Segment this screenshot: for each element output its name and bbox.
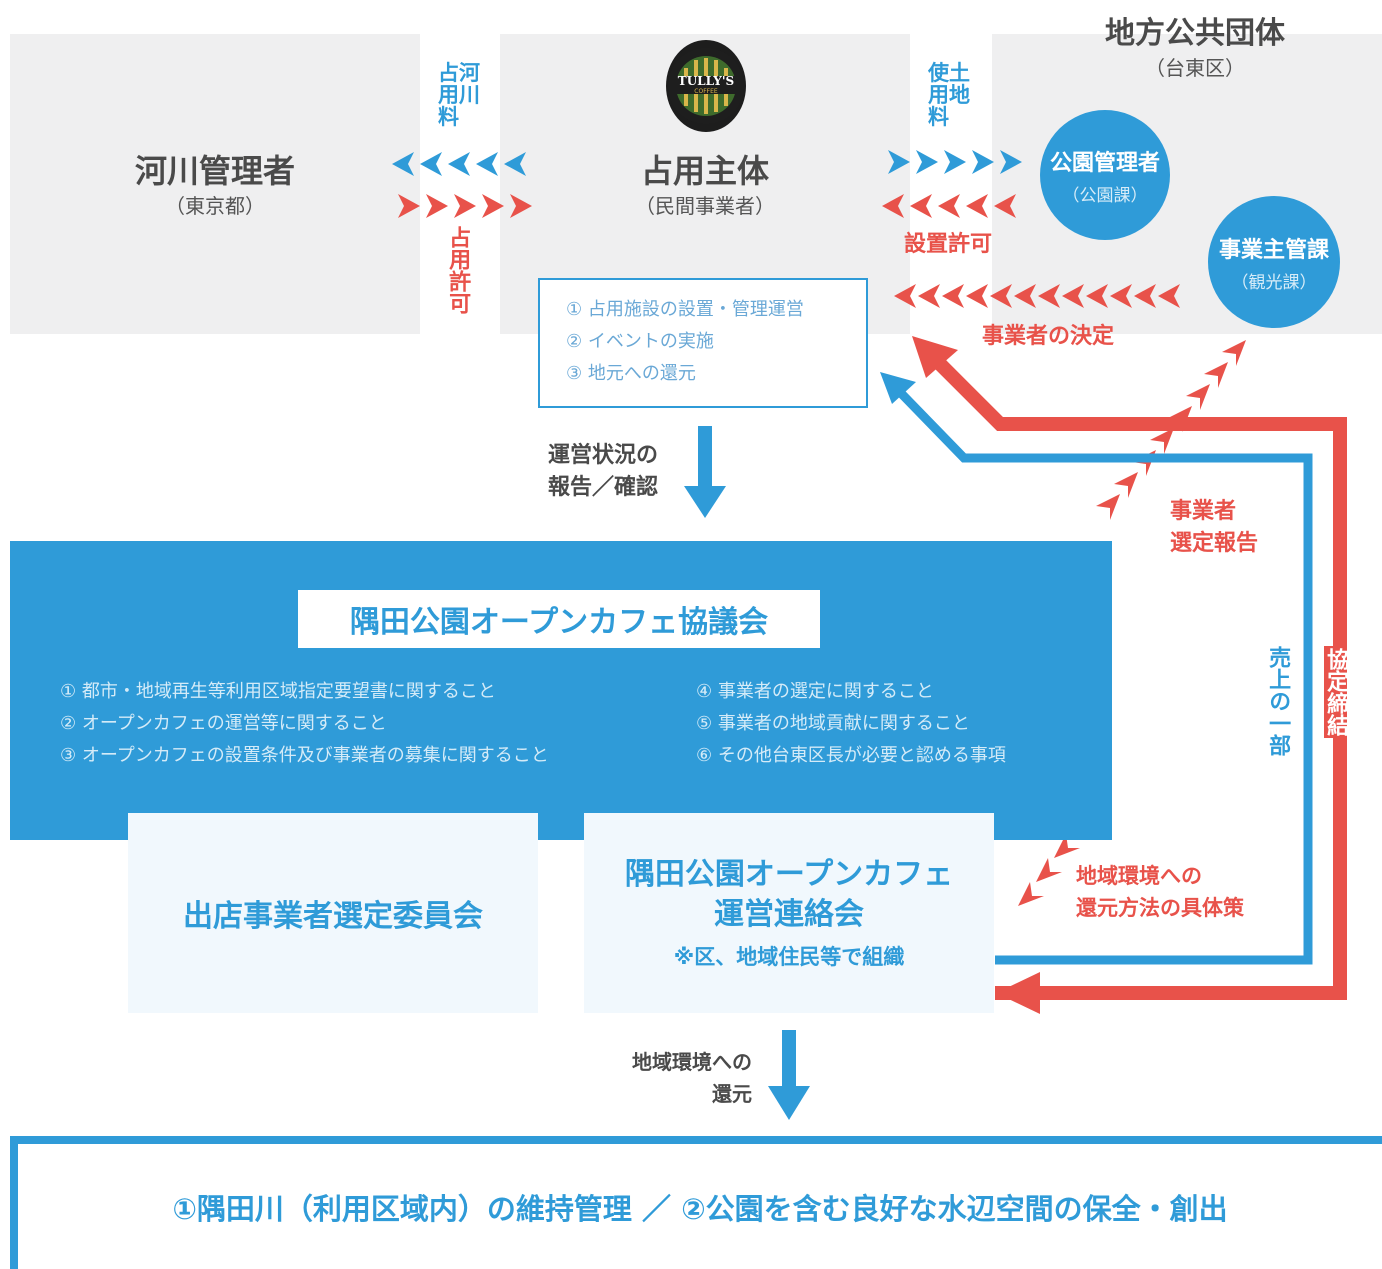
return-method-arrow xyxy=(1018,834,1080,906)
sales-part-arrow xyxy=(880,372,1313,965)
council-item: ⑤ 事業者の地域貢献に関すること xyxy=(696,713,970,734)
goal-box: ①隅田川（利用区域内）の維持管理 ／ ②公園を含む良好な水辺空間の保全・創出 xyxy=(10,1136,1382,1269)
occupancy-fee-label: 占河 用川 料 xyxy=(438,62,480,128)
tullys-logo-sub: COFFEE xyxy=(694,88,718,95)
selection-committee-title: 出店事業者選定委員会 xyxy=(183,899,483,934)
park-manager-subtitle: （公園課） xyxy=(1062,185,1148,206)
river-manager-title: 河川管理者 xyxy=(134,152,295,190)
council-item: ② オープンカフェの運営等に関すること xyxy=(60,713,387,734)
park-manager-circle: 公園管理者 （公園課） xyxy=(1040,110,1170,240)
business-section-title: 事業主管課 xyxy=(1218,237,1329,263)
occupancy-fee-text: 占河 用川 料 xyxy=(438,61,480,129)
council-items-left: ① 都市・地域再生等利用区域指定要望書に関すること ② オープンカフェの運営等に… xyxy=(60,676,680,772)
status-report-down-arrow xyxy=(684,426,726,518)
decision-arrow-left xyxy=(894,284,1180,308)
business-section-circle: 事業主管課 （観光課） xyxy=(1208,196,1340,328)
install-permit-label: 設置許可 xyxy=(904,232,993,257)
occupancy-permit-label: 占用許可 xyxy=(445,226,471,314)
selection-committee-box: 出店事業者選定委員会 xyxy=(128,813,538,1013)
tullys-logo-text: TULLY'S xyxy=(677,74,735,88)
council-item: ① 都市・地域再生等利用区域指定要望書に関すること xyxy=(60,681,496,702)
river-manager-subtitle: （東京都） xyxy=(165,194,265,218)
liaison-box: 隅田公園オープンカフェ 運営連絡会 ※区、地域住民等で組織 xyxy=(584,813,994,1013)
liaison-note: ※区、地域住民等で組織 xyxy=(673,945,905,969)
local-return-label: 地域環境への 還元 xyxy=(632,1050,752,1106)
duty-item: ② イベントの実施 xyxy=(566,331,714,352)
agreement-label: 協定締結 xyxy=(1323,646,1349,738)
return-method-label: 地域環境への 還元方法の具体策 xyxy=(1076,864,1244,920)
liaison-title: 隅田公園オープンカフェ 運営連絡会 xyxy=(624,857,954,932)
tullys-logo xyxy=(666,40,746,132)
council-item: ⑥ その他台東区長が必要と認める事項 xyxy=(696,745,1006,766)
council-title: 隅田公園オープンカフェ協議会 xyxy=(298,590,820,648)
council-item: ③ オープンカフェの設置条件及び事業者の募集に関すること xyxy=(60,745,549,766)
local-gov-subtitle: （台東区） xyxy=(1145,56,1245,80)
local-return-down-arrow xyxy=(768,1030,810,1120)
business-section-subtitle: （観光課） xyxy=(1231,272,1317,293)
goal-text: ①隅田川（利用区域内）の維持管理 ／ ②公園を含む良好な水辺空間の保全・創出 xyxy=(172,1191,1228,1226)
fee-arrow-left xyxy=(392,152,526,176)
install-permit-arrow-left xyxy=(882,194,1016,218)
council-item: ④ 事業者の選定に関すること xyxy=(696,681,934,702)
land-fee-text: 使土 用地 料 xyxy=(928,61,970,129)
agreement-arrow xyxy=(912,336,1347,1014)
council-items-right: ④ 事業者の選定に関すること ⑤ 事業者の地域貢献に関すること ⑥ その他台東区… xyxy=(696,676,1106,772)
status-report-label: 運営状況の 報告／確認 xyxy=(548,443,659,500)
sales-part-label: 売上の一部 xyxy=(1265,646,1291,756)
duty-item: ③ 地元への還元 xyxy=(566,363,696,384)
permit-arrow-right xyxy=(398,194,532,218)
land-fee-label: 使土 用地 料 xyxy=(928,62,970,128)
operator-decision-label: 事業者の決定 xyxy=(982,324,1115,349)
selection-report-label: 事業者 選定報告 xyxy=(1170,499,1259,556)
duty-item: ① 占用施設の設置・管理運営 xyxy=(566,299,804,320)
local-gov-title: 地方公共団体 xyxy=(1105,16,1285,51)
park-manager-title: 公園管理者 xyxy=(1049,150,1160,176)
occupant-duties-box: ① 占用施設の設置・管理運営 ② イベントの実施 ③ 地元への還元 xyxy=(538,278,868,408)
occupant-subtitle: （民間事業者） xyxy=(635,194,775,218)
land-fee-arrow-right xyxy=(888,150,1022,174)
river-manager-panel xyxy=(10,34,420,334)
occupant-title: 占用主体 xyxy=(640,152,769,190)
